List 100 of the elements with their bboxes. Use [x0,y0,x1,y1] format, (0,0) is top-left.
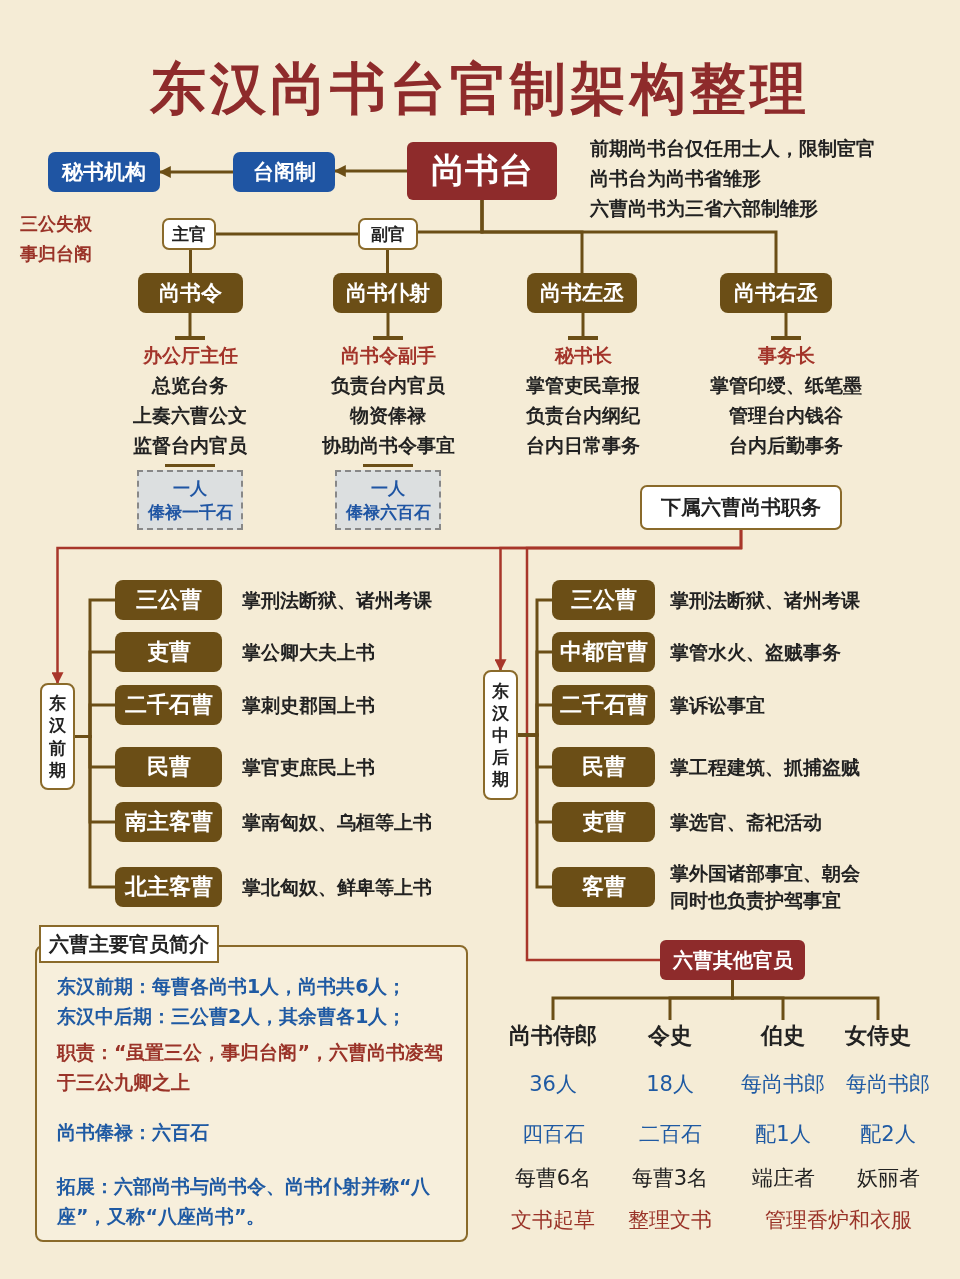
duty-text: 管理台内钱谷 [729,403,843,428]
note-text: 俸禄六百石 [345,501,431,524]
staff-detail-text: 36人 [528,1071,578,1098]
staff-detail-text: 18人 [645,1071,695,1098]
role-text: 尚书令副手 [340,343,436,368]
role-text: 事务长 [757,343,815,368]
staff-title: 女侍史 [828,1020,928,1052]
note-text: 事归台阁 [20,242,92,266]
info-text: 东汉前期：每曹各尚书1人，尚书共6人； [57,974,408,999]
tag-box: 副官 [358,218,418,250]
note-text: 一人 [173,477,207,500]
department-box: 吏曹 [115,632,222,672]
duty-text: 掌管印绶、纸笔墨 [710,373,862,398]
duty-text: 掌刺史郡国上书 [242,693,376,718]
department-box: 客曹 [552,867,655,907]
department-box: 三公曹 [552,580,655,620]
duty-text: 掌北匈奴、鲜卑等上书 [242,875,433,900]
duty-text: 台内日常事务 [526,433,640,458]
department-box: 二千石曹 [115,685,222,725]
t-bar-line [175,313,205,340]
note-text: 俸禄一千石 [147,501,233,524]
staff-detail-text: 四百石 [520,1121,586,1148]
duty-text: 掌官吏庶民上书 [242,755,376,780]
official-box: 尚书左丞 [527,273,637,313]
staff-detail-text: 配1人 [754,1121,812,1148]
duty-text: 物资俸禄 [350,403,426,428]
connector-line [731,980,880,1020]
note-text: 尚书台为尚书省雏形 [590,166,761,191]
t-bar-line [568,313,598,340]
duty-text: 负责台内纲纪 [526,403,640,428]
duty-text: 台内后勤事务 [729,433,843,458]
connector-line [75,735,115,889]
office-box: 六曹其他官员 [660,940,805,980]
staff-detail-text: 每尚书郎 [845,1071,931,1098]
department-box: 北主客曹 [115,867,222,907]
system-box: 台阁制 [233,152,335,192]
title: 东汉尚书台官制架构整理 [149,55,811,123]
duty-text: 监督台内官员 [133,433,247,458]
department-box: 三公曹 [115,580,222,620]
panel-heading: 六曹主要官员简介 [39,925,219,963]
department-box: 二千石曹 [552,685,655,725]
note-box [137,470,243,530]
note-text: 一人 [371,477,405,500]
duty-text: 掌刑法断狱、诸州考课 [242,588,433,613]
staff-detail-text: 每曹3名 [630,1165,710,1192]
info-text: 拓展：六部尚书与尚书令、尚书仆射并称“八座”，又称“八座尚书”。 [57,1174,432,1229]
tag-box: 下属六曹尚书职务 [640,485,842,530]
duty-text: 掌外国诸部事宜、朝会同时也负责护驾事宜 [670,861,861,913]
staff-detail-text: 配2人 [859,1121,917,1148]
duty-text: 上奏六曹公文 [133,403,247,428]
official-box: 尚书右丞 [720,273,832,313]
duty-text: 掌诉讼事宜 [670,693,766,718]
official-box: 尚书令 [138,273,243,313]
note-text: 三公失权 [20,212,92,236]
note-text: 六曹尚书为三省六部制雏形 [590,196,818,221]
t-bar-line [771,313,801,340]
office-box: 尚书台 [407,142,557,200]
duty-text: 掌工程建筑、抓捕盗贼 [670,755,861,780]
system-box: 秘书机构 [48,152,160,192]
connector-line [518,733,552,889]
connector-line [189,250,192,273]
connector-line [386,250,389,273]
duty-text: 协助尚书令事宜 [321,433,455,458]
tag-box: 主官 [162,218,216,250]
note-box [335,470,441,530]
staff-detail-text: 管理香炉和衣服 [763,1207,913,1234]
duty-text: 掌选官、斋祀活动 [670,810,823,835]
duty-text: 掌管水火、盗贼事务 [670,640,842,665]
duty-text: 负责台内官员 [331,373,445,398]
department-box: 中都官曹 [552,632,655,672]
info-text: 职责：“虽置三公，事归台阁”，六曹尚书凌驾于三公九卿之上 [57,1040,444,1095]
staff-detail-text: 妖丽者 [855,1165,921,1192]
staff-title: 伯史 [743,1020,823,1052]
official-box: 尚书仆射 [333,273,442,313]
period-box: 东汉前期 [40,683,75,790]
connector-line [480,200,778,273]
staff-detail-text: 每尚书郎 [740,1071,826,1098]
staff-detail-text: 端庄者 [750,1165,816,1192]
role-text: 秘书长 [554,343,612,368]
department-box: 南主客曹 [115,802,222,842]
staff-detail-text: 二百石 [637,1121,703,1148]
staff-detail-text: 每曹6名 [513,1165,593,1192]
duty-text: 掌南匈奴、乌桓等上书 [242,810,433,835]
duty-text: 掌刑法断狱、诸州考课 [670,588,861,613]
t-bar-line [373,313,403,340]
department-box: 民曹 [552,747,655,787]
period-box: 东汉中后期 [483,670,518,800]
duty-text: 掌公卿大夫上书 [242,640,376,665]
info-text: 东汉中后期：三公曹2人，其余曹各1人； [57,1004,408,1029]
info-text: 尚书俸禄：六百石 [57,1120,210,1145]
duty-text: 掌管吏民章报 [526,373,640,398]
note-text: 前期尚书台仅任用士人，限制宦官 [590,136,875,161]
staff-title: 尚书侍郎 [503,1020,603,1052]
staff-detail-text: 整理文书 [627,1207,713,1234]
staff-detail-text: 文书起草 [510,1207,596,1234]
staff-title: 令史 [630,1020,710,1052]
role-text: 办公厅主任 [142,343,238,368]
department-box: 民曹 [115,747,222,787]
connector-line [216,232,358,236]
connector-line [525,530,743,962]
